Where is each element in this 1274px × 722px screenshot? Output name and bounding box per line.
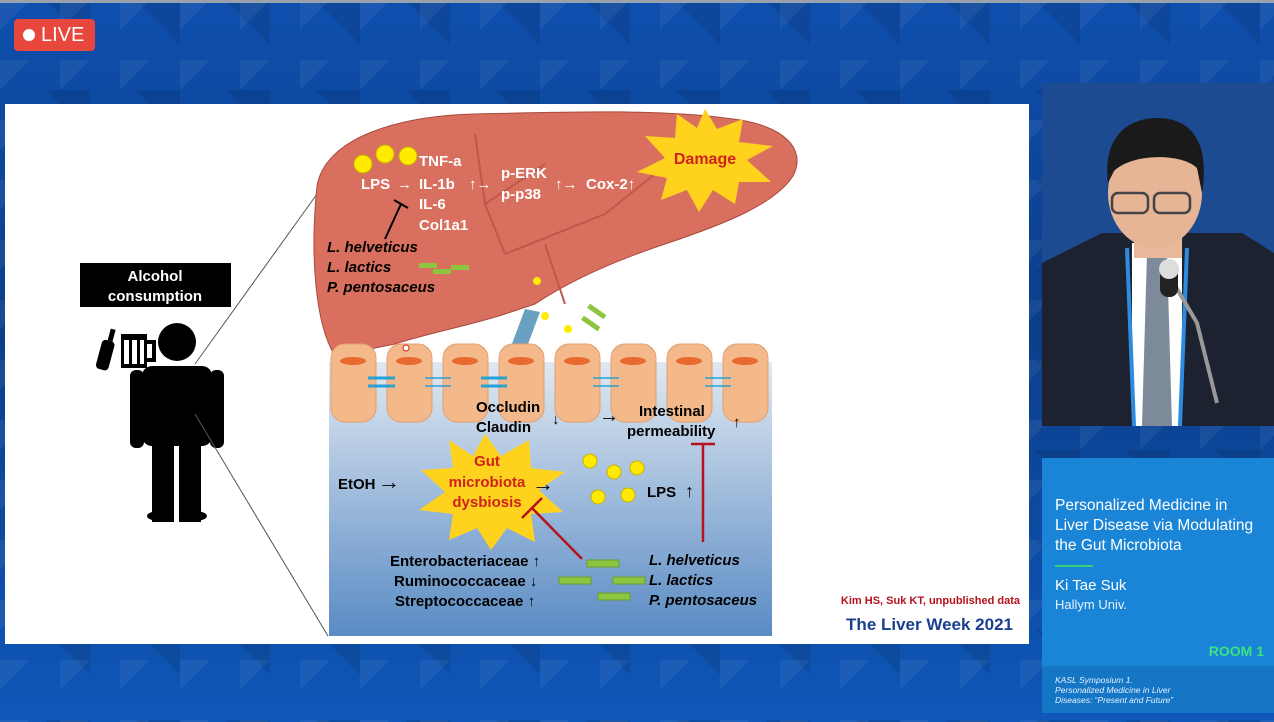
bacteria-3: Streptococcaceae ↑ bbox=[395, 593, 535, 610]
session-title-line1: Personalized Medicine in bbox=[1055, 497, 1228, 514]
session-info-panel: Personalized Medicine in Liver Disease v… bbox=[1042, 458, 1274, 713]
credit-text: Kim HS, Suk KT, unpublished data bbox=[841, 595, 1021, 607]
alcohol-label-box bbox=[80, 263, 231, 307]
liver-il6: IL-6 bbox=[419, 196, 446, 213]
occludin-arrow: → bbox=[599, 405, 619, 427]
speaker-camera-feed bbox=[1042, 83, 1274, 426]
damage-label: Damage bbox=[674, 151, 736, 168]
beer-mug-icon bbox=[121, 334, 156, 368]
occludin-label: Occludin bbox=[476, 399, 540, 416]
live-dot-icon bbox=[23, 29, 35, 41]
bacteria-liver bbox=[419, 263, 607, 332]
liver-probiotic-3: P. pentosaceus bbox=[327, 279, 435, 296]
permeability-up: ↑ bbox=[733, 414, 741, 431]
liver-lps: LPS bbox=[361, 176, 390, 193]
liver-inhibit-bar bbox=[393, 199, 409, 209]
tight-junctions bbox=[368, 376, 731, 388]
footer-line3: Diseases: “Present and Future” bbox=[1055, 695, 1174, 705]
lps-particles-liver bbox=[353, 144, 572, 333]
brand-logo: The Liver Week 2021 bbox=[846, 615, 1013, 634]
top-progress-line bbox=[0, 0, 1274, 3]
gut-probiotic-1: L. helveticus bbox=[649, 552, 740, 569]
liver-arrow1: → bbox=[397, 176, 412, 193]
bacteria-2: Ruminococcaceae ↓ bbox=[394, 573, 537, 590]
zoom-line-bottom bbox=[194, 413, 329, 637]
session-title: Personalized Medicine in Liver Disease v… bbox=[1055, 496, 1270, 556]
alcohol-label-line2: consumption bbox=[108, 288, 202, 305]
bacteria-1: Enterobacteriaceae ↑ bbox=[390, 553, 540, 570]
slide-diagram: Alcohol consumption TNF-a LPS bbox=[80, 109, 1021, 637]
permeability-line2: permeability bbox=[627, 423, 716, 440]
liver-perk: p-ERK bbox=[501, 165, 547, 182]
room-label: ROOM 1 bbox=[1208, 643, 1264, 659]
person-icon bbox=[130, 323, 224, 522]
footer-line2: Personalized Medicine in Liver bbox=[1055, 685, 1171, 695]
session-title-line3: the Gut Microbiota bbox=[1055, 537, 1182, 554]
alcohol-label-line1: Alcohol bbox=[128, 268, 183, 285]
zoom-line-top bbox=[194, 193, 318, 365]
gut-particle bbox=[402, 344, 410, 352]
session-title-line2: Liver Disease via Modulating bbox=[1055, 517, 1254, 534]
portal-vein bbox=[510, 309, 540, 352]
gut-probiotic-3: P. pentosaceus bbox=[649, 592, 757, 609]
bacteria-gut bbox=[558, 559, 646, 601]
permeability-line1: Intestinal bbox=[639, 403, 705, 420]
title-divider bbox=[1055, 565, 1093, 567]
liver-arrow2: ↑→ bbox=[469, 176, 492, 193]
footer-line1: KASL Symposium 1. bbox=[1055, 675, 1133, 685]
speaker-name: Ki Tae Suk bbox=[1055, 577, 1127, 594]
presentation-slide: Alcohol consumption TNF-a LPS bbox=[5, 104, 1029, 644]
dysbiosis-line2: microbiota bbox=[449, 474, 526, 491]
occludin-down: ↓ bbox=[552, 411, 560, 428]
gut-lps-label: LPS bbox=[647, 484, 676, 501]
dysbiosis-burst bbox=[419, 434, 565, 550]
dysbiosis-line3: dysbiosis bbox=[452, 494, 521, 511]
liver-probiotic-1: L. helveticus bbox=[327, 239, 418, 256]
symposium-footer: KASL Symposium 1. Personalized Medicine … bbox=[1042, 666, 1274, 713]
gut-probiotic-2: L. lactics bbox=[649, 572, 713, 589]
live-badge: LIVE bbox=[14, 19, 95, 51]
epithelial-cells bbox=[330, 343, 769, 423]
claudin-label: Claudin bbox=[476, 419, 531, 436]
lps-particles-gut bbox=[582, 453, 645, 505]
etoh-arrow: → bbox=[378, 469, 400, 494]
live-label: LIVE bbox=[41, 23, 85, 46]
cell-nuclei bbox=[340, 357, 758, 365]
liver-vessels bbox=[474, 133, 656, 305]
liver-probiotic-2: L. lactics bbox=[327, 259, 391, 276]
dysbiosis-arrow: → bbox=[532, 471, 554, 496]
liver-pp38: p-p38 bbox=[501, 186, 541, 203]
gut-lps-up: ↑ bbox=[685, 481, 694, 501]
dysbiosis-line1: Gut bbox=[474, 453, 500, 470]
damage-burst bbox=[637, 109, 773, 212]
liver-col: Col1a1 bbox=[419, 217, 468, 234]
liver-arrow3: ↑→ bbox=[555, 176, 578, 193]
speaker-image bbox=[1042, 83, 1274, 426]
liver-cox: Cox-2↑ bbox=[586, 176, 635, 193]
liver-inhibit-line bbox=[384, 203, 402, 240]
inhibition-arrows bbox=[521, 442, 715, 560]
liver-tnf: TNF-a bbox=[419, 153, 462, 170]
etoh-label: EtOH bbox=[338, 476, 376, 493]
speaker-affiliation: Hallym Univ. bbox=[1055, 597, 1127, 612]
liver-il1b: IL-1b bbox=[419, 176, 455, 193]
bottle-icon bbox=[95, 328, 116, 371]
